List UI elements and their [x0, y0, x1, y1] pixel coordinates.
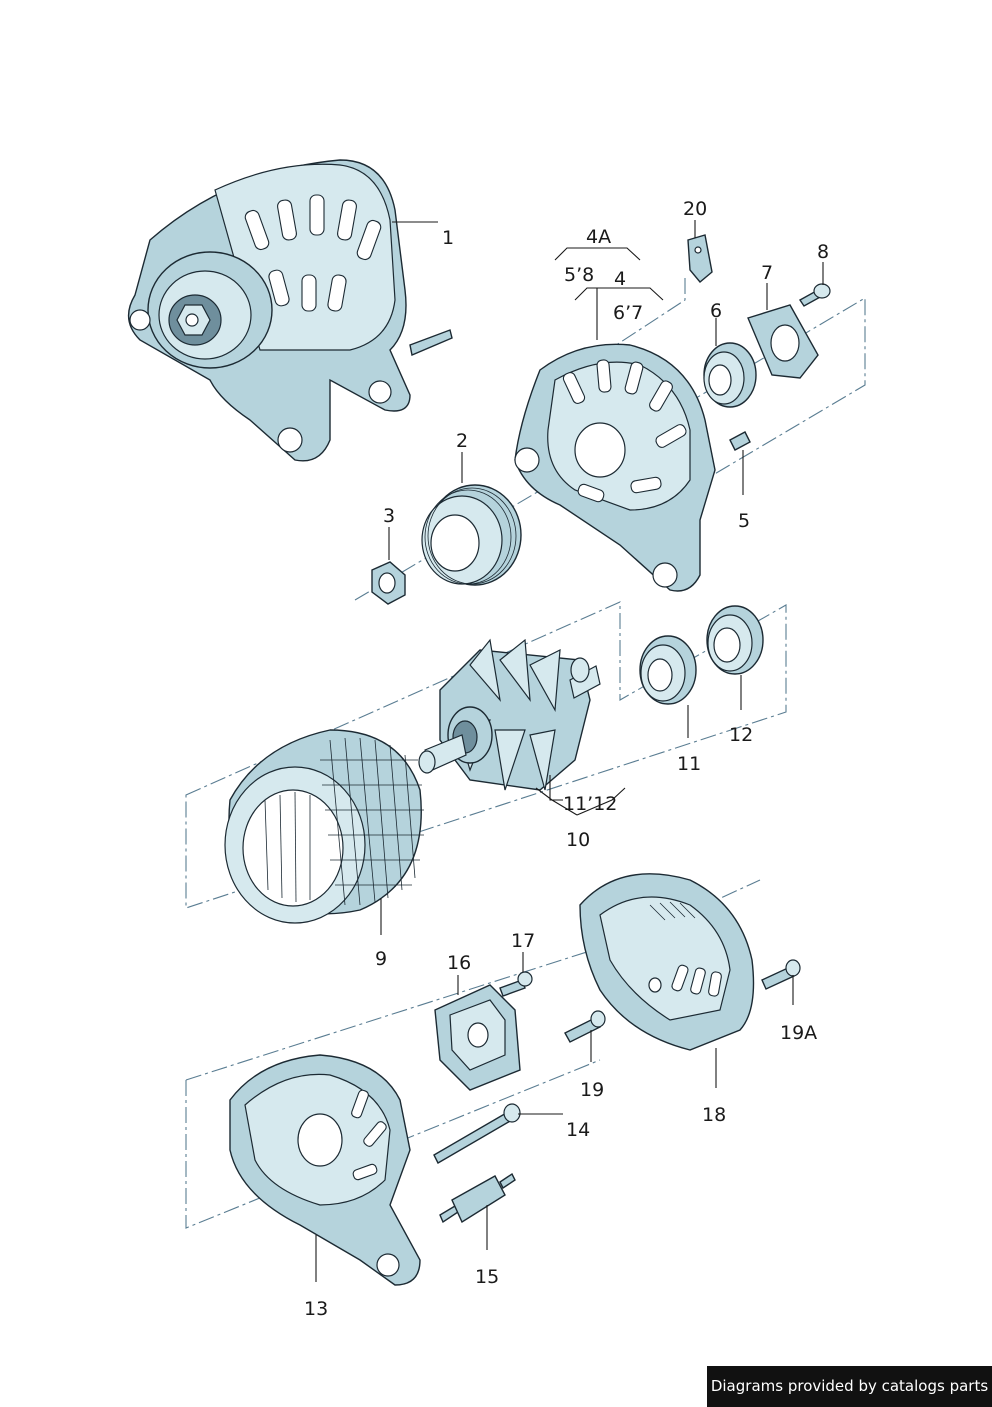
- label-17: 17: [511, 930, 535, 952]
- label-5: 5: [738, 510, 750, 532]
- label-10: 10: [566, 829, 590, 851]
- part-17-bolt: [499, 971, 533, 997]
- part-20-clip: [687, 234, 713, 283]
- part-9-stator: [224, 729, 424, 924]
- part-15-stud: [439, 1172, 516, 1224]
- label-19A: 19A: [780, 1022, 817, 1044]
- label-6: 6: [710, 300, 722, 322]
- part-7-retainer-plate: [747, 304, 819, 379]
- part-12-bearing: [706, 605, 764, 675]
- label-6-7: 6’7: [613, 302, 643, 324]
- part-3-nut: [371, 561, 406, 605]
- label-1: 1: [442, 227, 454, 249]
- leader-lines: [315, 220, 824, 1282]
- part-6-bearing: [703, 342, 757, 408]
- label-8: 8: [817, 241, 829, 263]
- callout-labels: 1 4A 5’8 4 6’7 20 8 7 6 5 2 3 11’12 10 1…: [304, 198, 829, 1320]
- part-8-screw: [798, 283, 831, 307]
- credit-banner: Diagrams provided by catalogs parts: [707, 1366, 992, 1407]
- part-14-through-bolt: [433, 1103, 521, 1164]
- label-20: 20: [683, 198, 707, 220]
- label-7: 7: [761, 262, 773, 284]
- part-13-slip-ring-end-housing: [229, 1054, 421, 1286]
- part-1-alternator-assembly: [127, 159, 453, 462]
- part-19-bolt: [564, 1010, 606, 1043]
- label-14: 14: [566, 1119, 590, 1141]
- label-16: 16: [447, 952, 471, 974]
- label-12: 12: [729, 724, 753, 746]
- part-2-pulley: [421, 484, 522, 586]
- label-15: 15: [475, 1266, 499, 1288]
- label-4: 4: [614, 268, 626, 290]
- label-3: 3: [383, 505, 395, 527]
- label-11-12: 11’12: [563, 793, 617, 815]
- part-5-pin: [729, 431, 751, 451]
- part-11-bearing: [639, 635, 697, 705]
- part-18-rear-cover: [579, 873, 755, 1051]
- label-19: 19: [580, 1079, 604, 1101]
- label-11: 11: [677, 753, 701, 775]
- label-18: 18: [702, 1104, 726, 1126]
- part-19A-bolt: [761, 959, 801, 990]
- part-10-rotor: [418, 638, 601, 791]
- label-9: 9: [375, 948, 387, 970]
- label-4A: 4A: [586, 226, 611, 248]
- part-16-regulator: [434, 984, 521, 1091]
- label-5-8: 5’8: [564, 264, 594, 286]
- label-13: 13: [304, 1298, 328, 1320]
- label-2: 2: [456, 430, 468, 452]
- part-4-drive-end-housing: [514, 343, 716, 592]
